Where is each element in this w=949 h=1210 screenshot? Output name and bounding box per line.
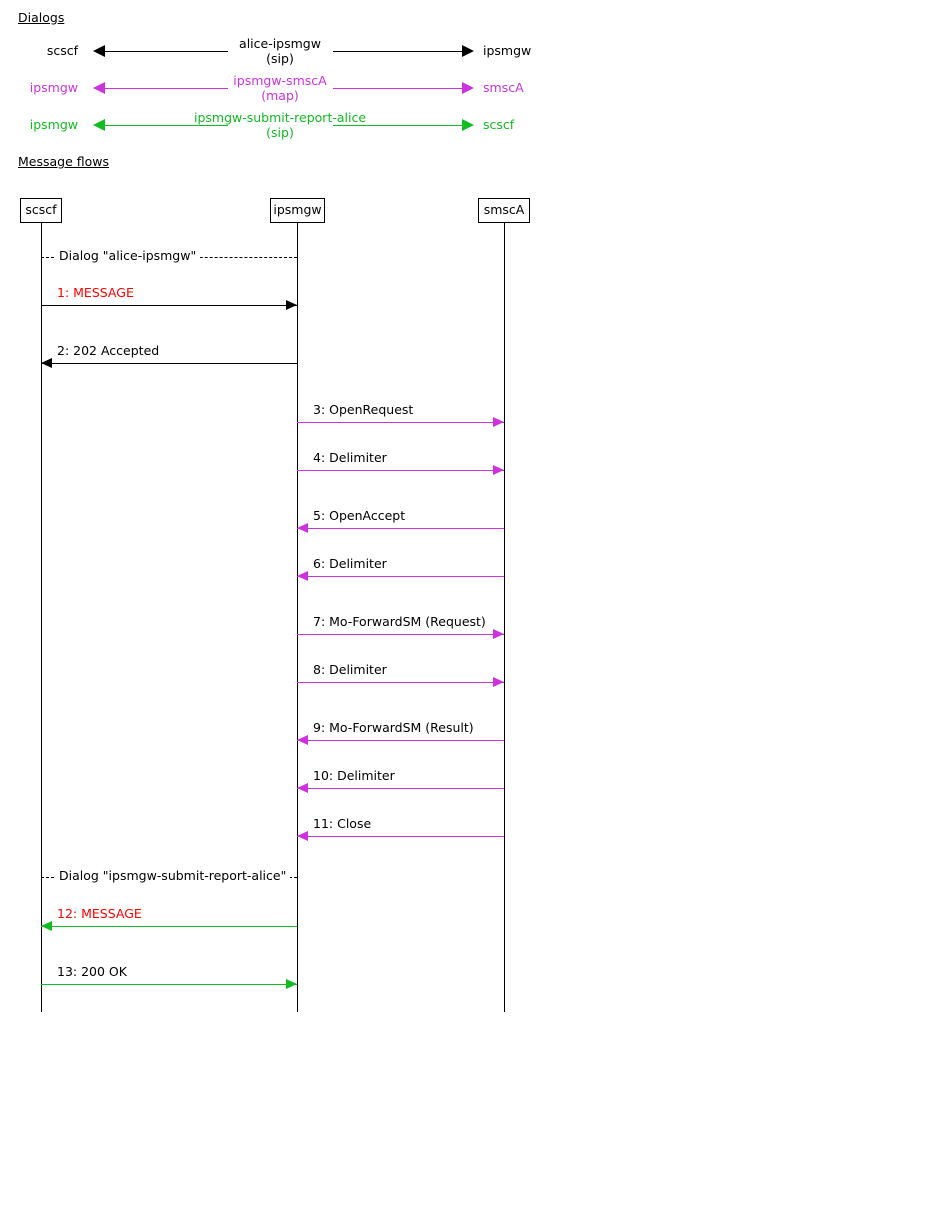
message-flows-section-heading: Message flows [18, 154, 110, 169]
message-label-4: 4: Delimiter [313, 450, 387, 465]
dialog-name-label: alice-ipsmgw [239, 36, 321, 51]
dialog-name-label: ipsmgw-smscA [233, 73, 327, 88]
message-arrow-line-12[interactable] [41, 926, 297, 927]
dialog-left-endpoint-label: scscf [46, 43, 78, 58]
message-arrowhead-right-icon-13 [286, 979, 297, 990]
message-label-12: 12: MESSAGE [57, 906, 142, 921]
message-arrowhead-left-icon-9 [297, 735, 308, 746]
lifeline-scscf [41, 223, 42, 1012]
message-arrow-line-5[interactable] [297, 528, 504, 529]
dialog-center-label: ipsmgw-smscA(map) [120, 73, 440, 103]
lifeline-ipsmgw [297, 223, 298, 1012]
message-arrowhead-left-icon-12 [41, 921, 52, 932]
dialog-arrow-right-icon [462, 82, 474, 94]
message-arrowhead-right-icon-7 [493, 629, 504, 640]
message-arrow-line-10[interactable] [297, 788, 504, 789]
message-arrow-line-1[interactable] [41, 305, 297, 306]
message-arrow-line-9[interactable] [297, 740, 504, 741]
message-arrowhead-right-icon-3 [493, 417, 504, 428]
dialog-arrow-left-icon [93, 82, 105, 94]
dialog-line-left [105, 51, 228, 52]
message-arrowhead-right-icon-8 [493, 677, 504, 688]
dialog-center-label: ipsmgw-submit-report-alice(sip) [120, 110, 440, 140]
dialog-line-right [333, 51, 462, 52]
dialog-line-right [333, 125, 462, 126]
dialog-row: scscf alice-ipsmgw(sip) ipsmgw [0, 36, 949, 76]
dialog-arrow-right-icon [462, 119, 474, 131]
lifeline-header-ipsmgw[interactable]: ipsmgw [270, 198, 325, 223]
message-label-13: 13: 200 OK [57, 964, 127, 979]
message-arrowhead-left-icon-2 [41, 358, 52, 369]
dialog-separator-label: Dialog "ipsmgw-submit-report-alice" [55, 869, 291, 883]
dialog-right-endpoint-label: scscf [483, 117, 515, 132]
dialog-arrow-right-icon [462, 45, 474, 57]
dialog-protocol-label: (sip) [266, 50, 294, 66]
message-label-1: 1: MESSAGE [57, 285, 134, 300]
dialogs-section-heading: Dialogs [18, 10, 65, 25]
message-arrow-line-6[interactable] [297, 576, 504, 577]
message-arrowhead-left-icon-10 [297, 783, 308, 794]
lifeline-header-smscA[interactable]: smscA [478, 198, 530, 223]
message-arrowhead-right-icon-1 [286, 300, 297, 311]
message-arrowhead-left-icon-6 [297, 571, 308, 582]
dialog-left-endpoint-label: ipsmgw [29, 80, 78, 95]
message-label-9: 9: Mo-ForwardSM (Result) [313, 720, 474, 735]
message-label-8: 8: Delimiter [313, 662, 387, 677]
message-arrowhead-right-icon-4 [493, 465, 504, 476]
lifeline-smscA [504, 223, 505, 1012]
message-label-5: 5: OpenAccept [313, 508, 406, 523]
dialog-row: ipsmgw ipsmgw-smscA(map) smscA [0, 73, 949, 113]
dialog-line-left [105, 125, 228, 126]
message-label-7: 7: Mo-ForwardSM (Request) [313, 614, 486, 629]
message-arrowhead-left-icon-11 [297, 831, 308, 842]
message-arrow-line-13[interactable] [41, 984, 297, 985]
message-arrowhead-left-icon-5 [297, 523, 308, 534]
message-label-10: 10: Delimiter [313, 768, 395, 783]
message-label-3: 3: OpenRequest [313, 402, 414, 417]
dialog-left-endpoint-label: ipsmgw [29, 117, 78, 132]
dialog-right-endpoint-label: smscA [483, 80, 524, 95]
dialog-right-endpoint-label: ipsmgw [483, 43, 532, 58]
message-label-2: 2: 202 Accepted [57, 343, 160, 358]
message-arrow-line-4[interactable] [297, 470, 504, 471]
message-arrow-line-7[interactable] [297, 634, 504, 635]
message-label-6: 6: Delimiter [313, 556, 387, 571]
dialog-protocol-label: (map) [261, 87, 299, 103]
dialog-line-left [105, 88, 228, 89]
dialog-row: ipsmgw ipsmgw-submit-report-alice(sip) scs… [0, 110, 949, 150]
dialog-protocol-label: (sip) [266, 124, 294, 140]
message-arrow-line-8[interactable] [297, 682, 504, 683]
message-arrow-line-11[interactable] [297, 836, 504, 837]
message-arrow-line-3[interactable] [297, 422, 504, 423]
dialog-arrow-left-icon [93, 45, 105, 57]
dialog-separator-label: Dialog "alice-ipsmgw" [55, 249, 201, 263]
message-arrow-line-2[interactable] [41, 363, 297, 364]
message-label-11: 11: Close [313, 816, 372, 831]
dialog-arrow-left-icon [93, 119, 105, 131]
lifeline-header-scscf[interactable]: scscf [20, 198, 62, 223]
dialog-line-right [333, 88, 462, 89]
dialog-name-label: ipsmgw-submit-report-alice [193, 110, 367, 125]
dialog-center-label: alice-ipsmgw(sip) [120, 36, 440, 66]
